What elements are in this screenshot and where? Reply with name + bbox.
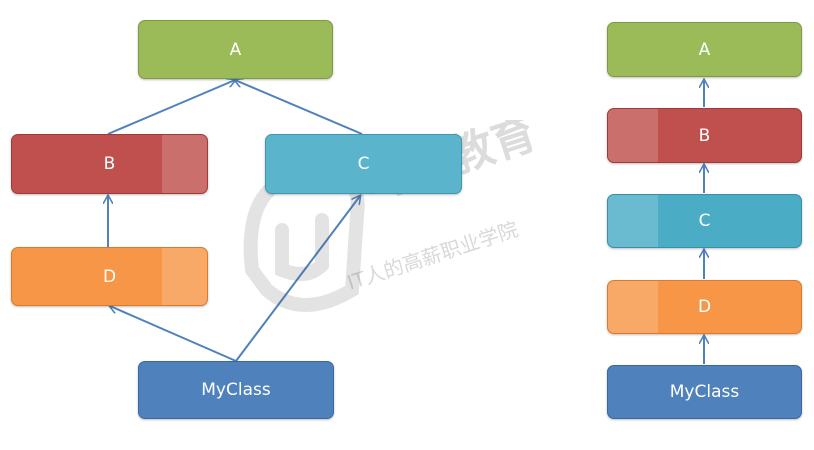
right-node-myclass-label: MyClass [669,382,740,402]
edge-myclass-to-c [235,196,360,362]
right-node-d-label: D [697,297,712,317]
right-node-a-label: A [698,39,711,60]
edge-b-to-a [107,80,235,135]
left-node-b: B [11,134,208,194]
edge-c-to-a [235,80,363,135]
right-node-b-label: B [698,125,711,146]
left-node-b-label: B [103,154,116,174]
left-node-d-label: D [102,266,117,287]
left-node-a-label: A [229,39,242,60]
edge-myclass-to-d [110,306,237,362]
right-node-c-label: C [698,211,711,231]
left-node-myclass-label: MyClass [201,380,271,400]
left-node-myclass: MyClass [138,361,334,419]
right-node-b: B [607,108,802,163]
left-node-d: D [11,247,208,306]
right-node-myclass: MyClass [607,365,802,419]
right-node-c: C [607,194,802,248]
right-node-d: D [607,280,802,334]
left-node-c: C [265,134,462,194]
right-node-a: A [607,22,802,77]
left-node-c-label: C [357,154,370,174]
left-node-a: A [138,20,333,79]
